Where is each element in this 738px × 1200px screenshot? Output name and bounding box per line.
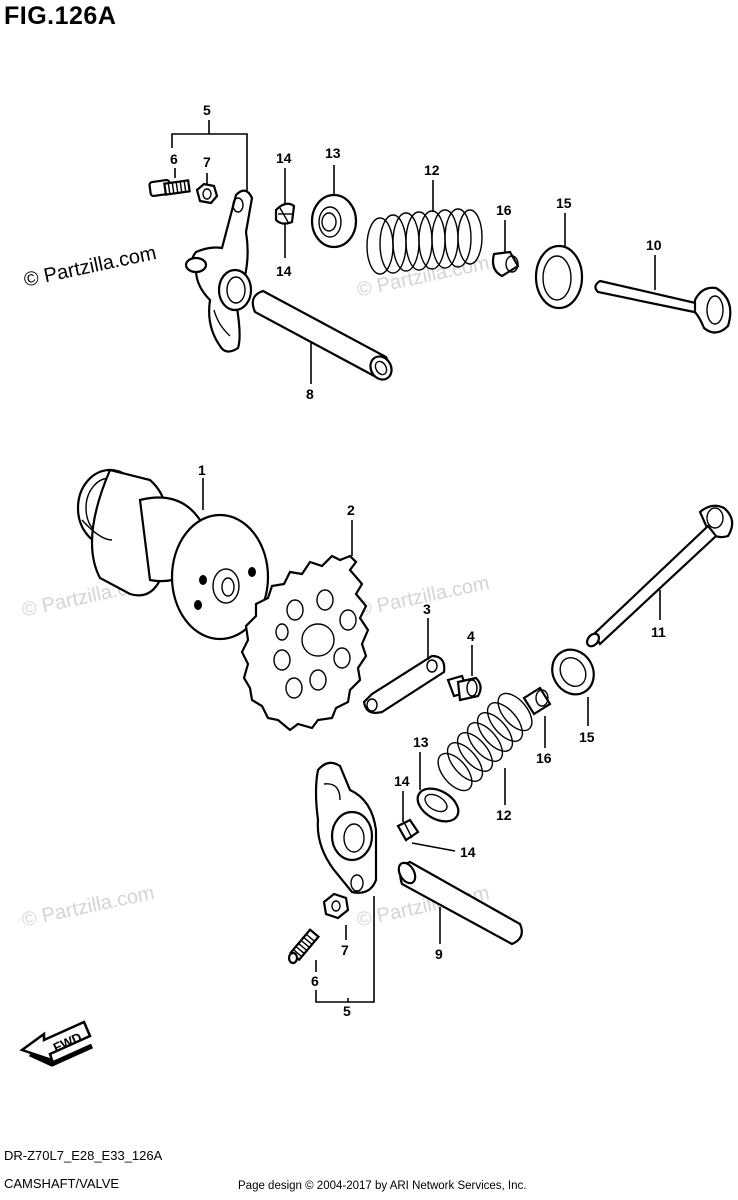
spring-seat-washer-bottom xyxy=(551,648,595,696)
callout-6-top: 6 xyxy=(170,151,178,167)
callout-15-bottom: 15 xyxy=(579,729,595,745)
callout-14-bottom-b: 14 xyxy=(460,844,476,860)
callout-11: 11 xyxy=(651,624,666,640)
figure-title: FIG.126A xyxy=(4,2,117,30)
callout-16-bottom: 16 xyxy=(536,750,552,766)
valve-cotter-bottom xyxy=(396,818,420,842)
lock-nut-top xyxy=(195,182,219,205)
callout-13-top: 13 xyxy=(325,145,341,161)
callout-14-top-b: 14 xyxy=(276,263,292,279)
rocker-arm-bottom xyxy=(314,761,378,894)
lock-nut-bottom xyxy=(322,892,350,920)
callout-6-bottom: 6 xyxy=(311,973,319,989)
callout-16-top: 16 xyxy=(496,202,512,218)
valve-stem-seal-bottom xyxy=(522,686,552,716)
callout-14-top-a: 14 xyxy=(276,150,292,166)
callout-5-top: 5 xyxy=(203,102,211,118)
forward-arrow-icon: FWD xyxy=(19,1020,94,1067)
sprocket-plate xyxy=(362,654,446,714)
exhaust-valve xyxy=(594,279,732,334)
spring-retainer-bottom xyxy=(416,787,460,823)
callout-10: 10 xyxy=(646,237,662,253)
callout-4: 4 xyxy=(467,628,475,644)
callout-15-top: 15 xyxy=(556,195,572,211)
callout-8: 8 xyxy=(306,386,314,402)
diagram-name: CAMSHAFT/VALVE xyxy=(4,1176,120,1191)
adjusting-screw-top xyxy=(148,178,191,198)
camshaft-sprocket xyxy=(240,554,370,732)
valve-spring-top xyxy=(366,208,483,275)
callout-2: 2 xyxy=(347,502,355,518)
valve-spring-bottom xyxy=(437,692,533,792)
callout-7-top: 7 xyxy=(203,154,211,170)
sprocket-bolt xyxy=(446,674,482,702)
rocker-arm-top xyxy=(184,189,254,353)
spring-seat-washer-top xyxy=(534,244,584,310)
camshaft xyxy=(76,468,270,641)
adjusting-screw-bottom xyxy=(287,928,321,965)
valve-stem-seal-top xyxy=(491,250,520,278)
spring-retainer-top xyxy=(310,193,358,249)
callout-12-bottom: 12 xyxy=(496,807,512,823)
callout-3: 3 xyxy=(423,601,431,617)
rocker-shaft-bottom xyxy=(397,860,523,946)
callout-12-top: 12 xyxy=(424,162,440,178)
callout-bracket-top xyxy=(171,120,248,192)
callout-1: 1 xyxy=(198,462,206,478)
callout-9: 9 xyxy=(435,946,443,962)
callout-bracket-bottom xyxy=(315,896,375,1003)
valve-cotter-top xyxy=(274,202,296,225)
callout-14-bottom-a: 14 xyxy=(394,773,410,789)
copyright-credit: Page design © 2004-2017 by ARI Network S… xyxy=(238,1180,527,1192)
rocker-shaft-top xyxy=(251,289,393,381)
callout-7-bottom: 7 xyxy=(341,942,349,958)
callout-5-bottom: 5 xyxy=(343,1003,351,1019)
diagram-code: DR-Z70L7_E28_E33_126A xyxy=(4,1148,163,1163)
callout-13-bottom: 13 xyxy=(413,734,429,750)
intake-valve xyxy=(585,504,734,648)
